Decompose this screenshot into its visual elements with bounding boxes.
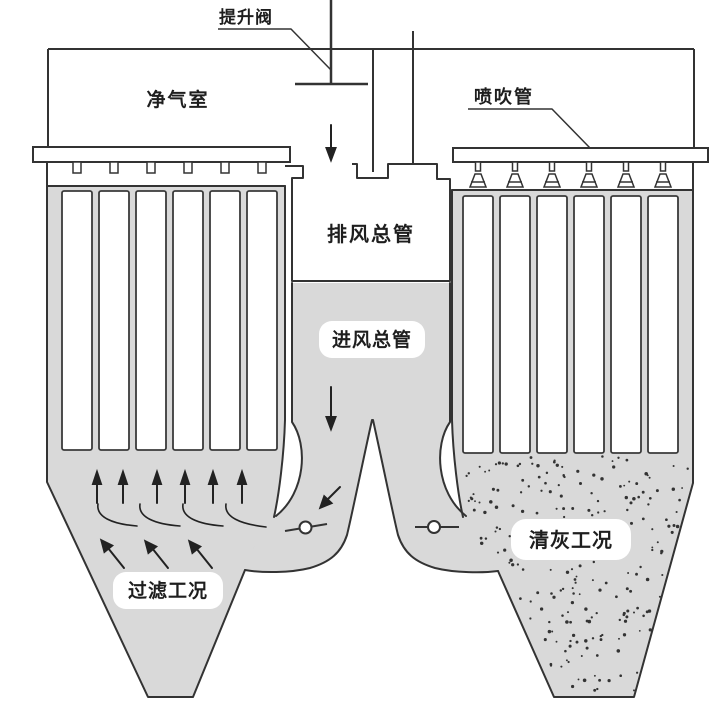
filter-bag [499, 195, 531, 454]
left-chamber-outline [46, 185, 246, 698]
valve-circle-left [298, 520, 313, 535]
streamline-arcs [97, 503, 267, 528]
filtering-pill [113, 572, 223, 609]
nozzle-icon [542, 161, 562, 188]
nozzle-icon [505, 161, 525, 188]
filter-flow-arrows [91, 468, 248, 569]
left-duct-valve [284, 520, 328, 535]
filter-bag [536, 195, 568, 454]
nozzle-icon [468, 161, 488, 188]
left-chamber-right-wall [273, 185, 286, 518]
bag-hangers [72, 161, 267, 174]
lift-valve-leader [218, 28, 332, 71]
right-chamber-left-wall [451, 189, 464, 518]
filter-bag [135, 190, 167, 451]
label-lift-valve: 提升阀 [219, 7, 273, 27]
outlet-pipe-socket [352, 163, 393, 179]
inlet-manifold-pill [319, 321, 425, 358]
valve-circle-right [427, 520, 441, 534]
blow-pipe-bar [452, 147, 709, 163]
nozzle-icon [579, 161, 599, 188]
left-bell-outline [244, 419, 373, 574]
filter-bag [647, 195, 679, 454]
right-chamber-outline [497, 189, 694, 698]
tube-sheet [32, 146, 291, 163]
blow-pipe-leader [468, 108, 591, 149]
cleaning-pill [511, 519, 631, 560]
label-inlet-manifold: 进风总管 [332, 328, 412, 351]
right-filter-bags [462, 195, 679, 454]
inlet-right-wall [439, 282, 467, 517]
right-bell-outline [372, 419, 499, 574]
bell-arrow [327, 486, 341, 500]
filter-bag [61, 190, 93, 451]
inlet-left-wall [275, 282, 303, 517]
label-filtering-condition: 过滤工况 [128, 580, 208, 602]
nozzle-icon [616, 161, 636, 188]
left-filter-bags [61, 190, 278, 451]
plenum-left-wall [46, 49, 49, 186]
filter-bag [573, 195, 605, 454]
flow-arrows [318, 124, 341, 510]
filter-bag [172, 190, 204, 451]
filter-bag [209, 190, 241, 451]
label-cleaning-condition: 清灰工况 [529, 528, 613, 552]
label-blow-pipe: 喷吹管 [474, 86, 534, 107]
filter-bag [610, 195, 642, 454]
label-exhaust-manifold: 排风总管 [327, 222, 415, 246]
inlet-manifold-region [245, 283, 498, 573]
label-clean-air-chamber: 净气室 [146, 88, 209, 111]
nozzles [468, 161, 673, 188]
filter-bag [98, 190, 130, 451]
right-duct-valve [415, 520, 459, 534]
filter-bag [462, 195, 494, 454]
plenum-right-wall [692, 49, 695, 190]
filter-bag [246, 190, 278, 451]
nozzle-icon [653, 161, 673, 188]
exhaust-manifold-box [285, 163, 451, 282]
